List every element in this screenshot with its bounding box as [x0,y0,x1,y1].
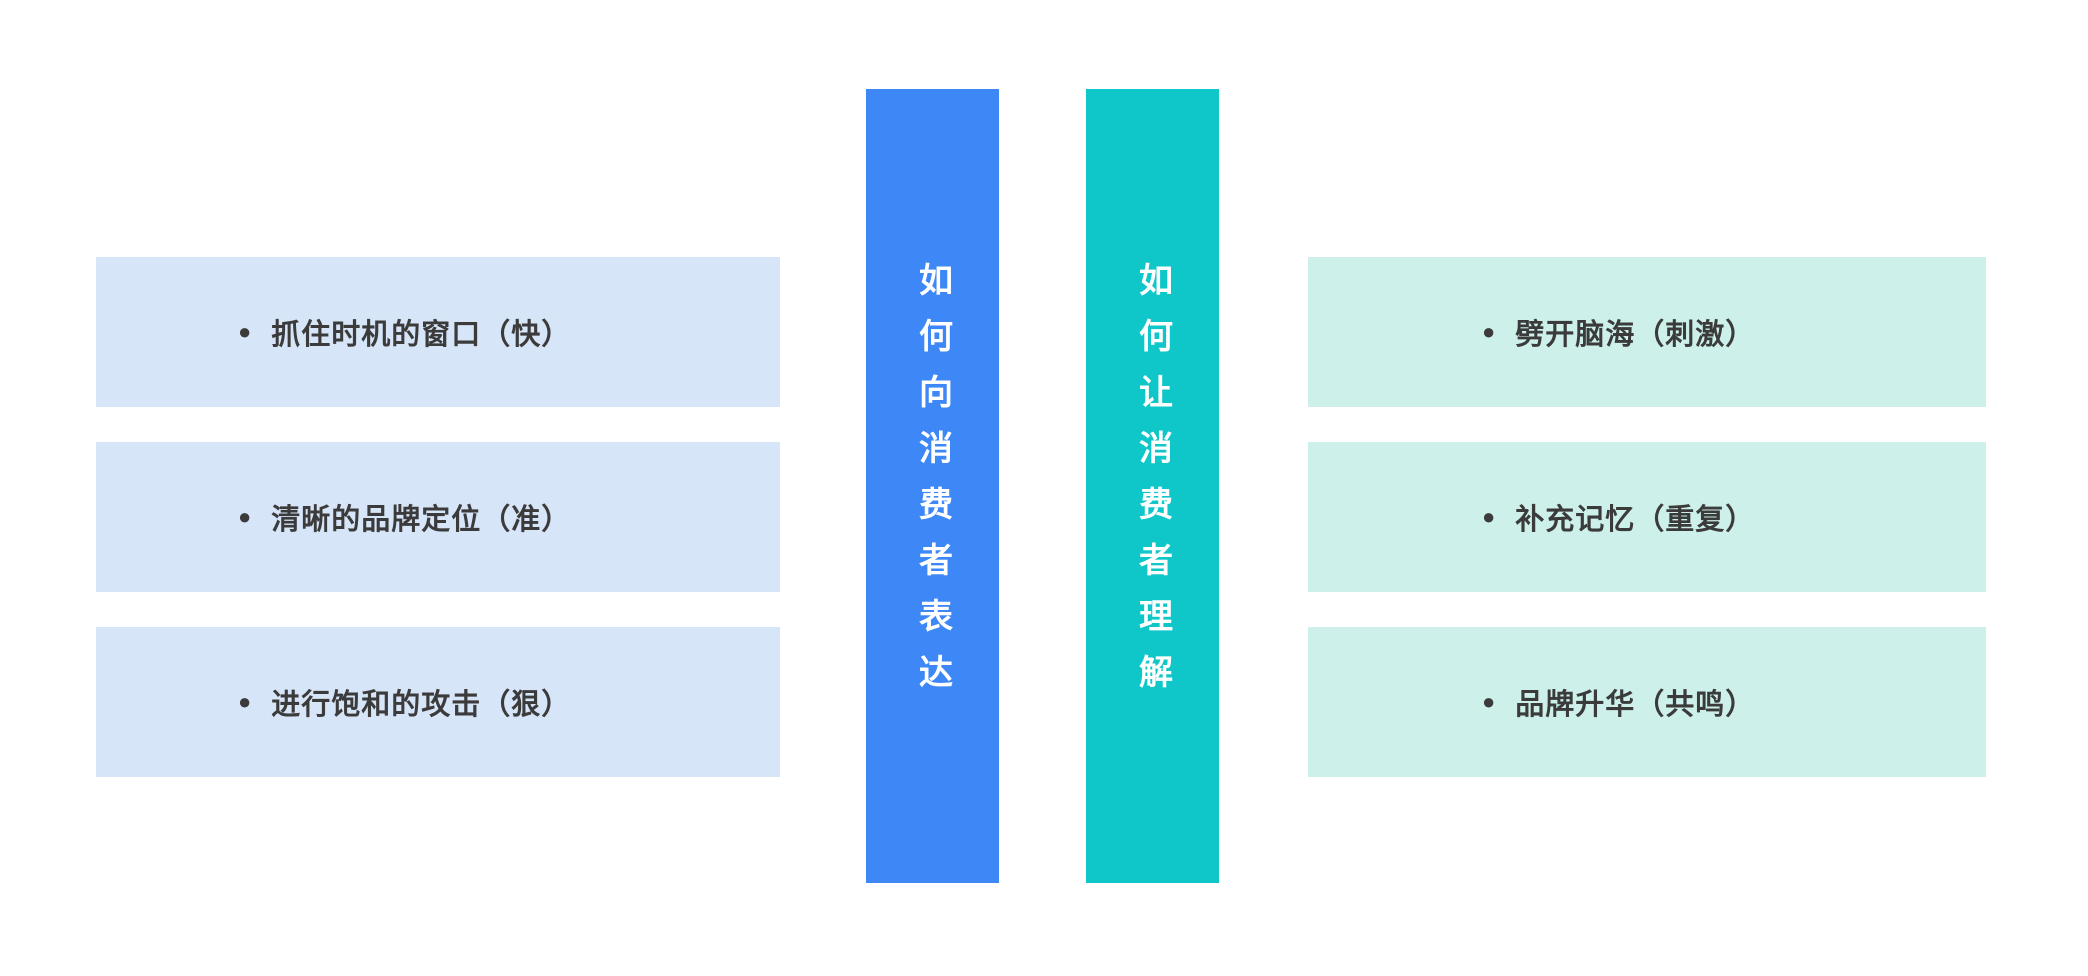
left-list-item-3: ● 进行饱和的攻击（狠） [96,627,780,777]
right-list-item-3: ● 品牌升华（共鸣） [1308,627,1986,777]
right-list-item-label: 劈开脑海（刺激） [1515,319,1756,351]
bullet-icon: ● [238,689,252,714]
right-list-item-label: 补充记忆（重复） [1515,504,1756,536]
bullet-icon: ● [1482,319,1496,344]
left-list-item-2: ● 清晰的品牌定位（准） [96,442,780,592]
left-list-item-label: 清晰的品牌定位（准） [271,504,572,536]
right-list-item-2: ● 补充记忆（重复） [1308,442,1986,592]
bullet-icon: ● [1482,504,1496,529]
left-list-item-label: 抓住时机的窗口（快） [271,319,572,351]
bullet-icon: ● [238,319,252,344]
column-express-title: 如何向消费者表达 [913,262,952,710]
column-understand-title: 如何让消费者理解 [1133,262,1172,710]
right-list-item-label: 品牌升华（共鸣） [1515,689,1756,721]
right-list-item-1: ● 劈开脑海（刺激） [1308,257,1986,407]
column-express-bar: 如何向消费者表达 [866,89,999,883]
left-list-item-1: ● 抓住时机的窗口（快） [96,257,780,407]
column-understand-bar: 如何让消费者理解 [1086,89,1219,883]
left-list-item-label: 进行饱和的攻击（狠） [271,689,572,721]
bullet-icon: ● [238,504,252,529]
bullet-icon: ● [1482,689,1496,714]
